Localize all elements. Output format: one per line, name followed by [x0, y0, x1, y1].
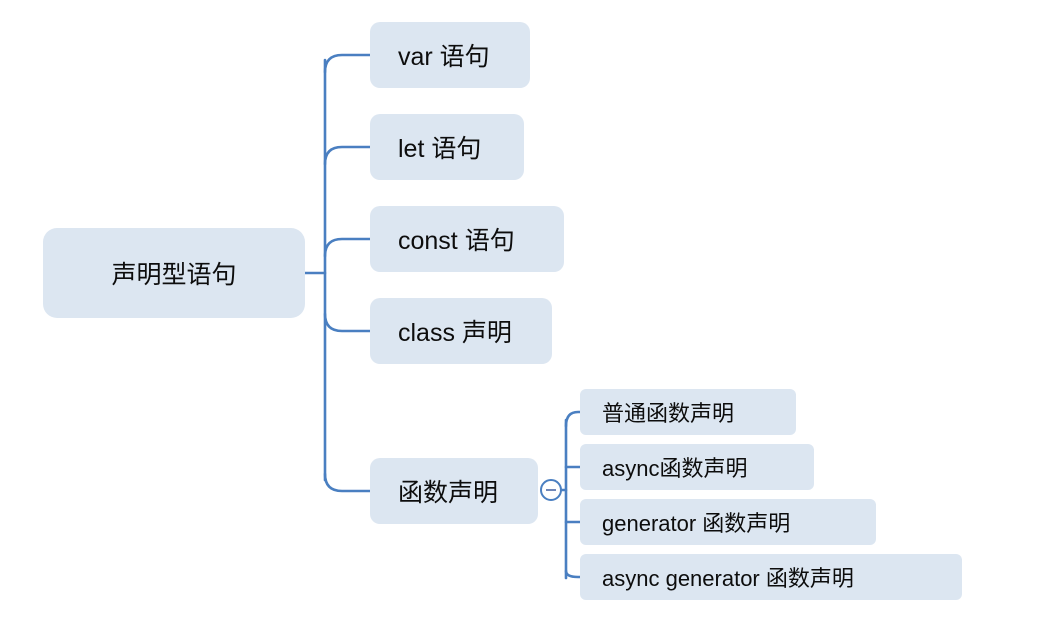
node-leaf-label: async函数声明 — [602, 456, 748, 481]
node-leaf-label: 普通函数声明 — [602, 401, 735, 426]
connector-branch-3 — [323, 312, 372, 333]
node-branch-var[interactable]: var 语句 — [370, 22, 530, 88]
minus-circle-icon[interactable] — [540, 479, 562, 501]
node-branch-function[interactable]: 函数声明 — [370, 458, 538, 524]
node-branch-let[interactable]: let 语句 — [370, 114, 524, 180]
connector-leaf-0 — [564, 410, 582, 428]
node-branch-label: var 语句 — [398, 43, 490, 71]
node-branch-label: let 语句 — [398, 135, 482, 163]
node-leaf-async-generator-function[interactable]: async generator 函数声明 — [580, 554, 962, 600]
node-leaf-label: generator 函数声明 — [602, 511, 791, 536]
connector-branch-2 — [323, 237, 372, 258]
node-leaf-label: async generator 函数声明 — [602, 566, 854, 591]
node-leaf-normal-function[interactable]: 普通函数声明 — [580, 389, 796, 435]
node-branch-label: const 语句 — [398, 227, 515, 255]
node-branch-label: 函数声明 — [398, 479, 499, 507]
node-leaf-async-function[interactable]: async函数声明 — [580, 444, 814, 490]
node-root[interactable]: 声明型语句 — [43, 228, 305, 318]
node-root-label: 声明型语句 — [111, 261, 237, 289]
node-branch-class[interactable]: class 声明 — [370, 298, 552, 364]
connector-branch-0 — [323, 53, 372, 74]
connector-branch-1 — [323, 145, 372, 166]
node-branch-label: class 声明 — [398, 319, 512, 347]
node-leaf-generator-function[interactable]: generator 函数声明 — [580, 499, 876, 545]
connector-leaf-3 — [564, 569, 582, 579]
node-branch-const[interactable]: const 语句 — [370, 206, 564, 272]
connector-branch-4 — [323, 472, 372, 493]
